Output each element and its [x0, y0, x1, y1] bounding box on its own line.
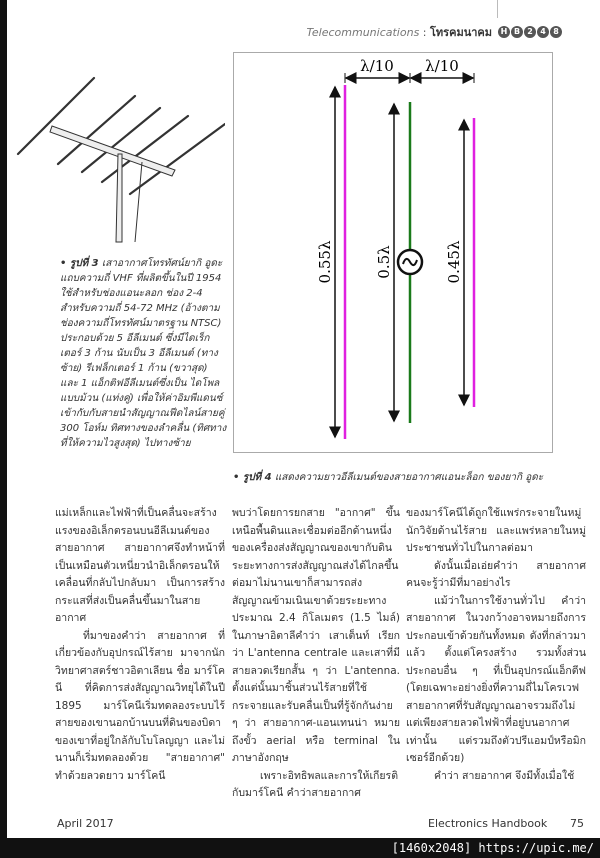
- paragraph: คำว่า สายอากาศ จึงมีทั้งเมื่อใช้: [434, 769, 575, 782]
- badge-letter: H: [498, 26, 510, 38]
- paragraph: ที่มาของคำว่า สายอากาศ ที่เกี่ยวข้องกับอ…: [55, 629, 225, 782]
- paragraph: แม่เหล็กและไฟฟ้าที่เป็นคลื่นจะสร้างแรงขอ…: [55, 507, 225, 624]
- badge-letter: B: [511, 26, 523, 38]
- driven-length-label: 0.5λ: [375, 245, 393, 279]
- director-length-label: 0.45λ: [445, 240, 463, 283]
- running-header: Telecommunications : โทรคมนาคม: [306, 23, 492, 41]
- paragraph: ของมาร์โคนีได้ถูกใช้แพร่กระจายในหมู่นักว…: [406, 507, 586, 554]
- paragraph: เพราะอิทธิพลและการให้เกียรติกับมาร์โคนี …: [232, 769, 399, 800]
- body-column-1: แม่เหล็กและไฟฟ้าที่เป็นคลื่นจะสร้างแรงขอ…: [55, 505, 225, 785]
- body-column-3: ของมาร์โคนีได้ถูกใช้แพร่กระจายในหมู่นักว…: [406, 505, 586, 785]
- page-number: 75: [570, 817, 584, 830]
- footer-date: April 2017: [57, 817, 114, 830]
- spacing-label-left: λ/10: [360, 57, 394, 75]
- figure-3-caption: • รูปที่ 3 เสาอากาศโทรทัศน์ยากิ อูดะ แถบ…: [60, 256, 228, 451]
- figure-4-caption: • รูปที่ 4 แสดงความยาวอีลีเมนต์ของสายอาก…: [233, 470, 593, 485]
- magazine-badge: H B 2 4 8: [498, 26, 562, 38]
- running-header-bar: Telecommunications : โทรคมนาคม H B 2 4 8: [306, 23, 562, 41]
- header-separator: :: [422, 26, 427, 39]
- page-edge: [0, 0, 7, 838]
- yagi-element-diagram: λ/10 λ/10 0.55λ 0.5λ 0.45λ: [233, 52, 553, 453]
- badge-letter: 8: [550, 26, 562, 38]
- section-name-thai: โทรคมนาคม: [430, 26, 492, 39]
- section-name: Telecommunications: [306, 26, 420, 39]
- header-divider: [497, 0, 498, 18]
- paragraph: ดังนั้นเมื่อเอ่ยคำว่า สายอากาศ คนจะรู้ว่…: [406, 559, 586, 590]
- yagi-antenna-illustration: [16, 76, 225, 243]
- badge-letter: 2: [524, 26, 536, 38]
- badge-letter: 4: [537, 26, 549, 38]
- reflector-length-label: 0.55λ: [316, 240, 334, 283]
- figure-4-text: แสดงความยาวอีลีเมนต์ของสายอากาศแอนะล็อก …: [274, 472, 544, 483]
- spacing-label-right: λ/10: [425, 57, 459, 75]
- figure-3-text: เสาอากาศโทรทัศน์ยากิ อูดะ แถบความถี่ VHF…: [60, 258, 227, 449]
- paragraph: พบว่าโดยการยกสาย "อากาศ" ขึ้นเหนือพื้นดิ…: [232, 507, 400, 764]
- body-column-2: พบว่าโดยการยกสาย "อากาศ" ขึ้นเหนือพื้นดิ…: [232, 505, 400, 803]
- paragraph: แม้ว่าในการใช้งานทั่วไป คำว่า สายอากาศ ใ…: [406, 594, 586, 765]
- figure-3-label: • รูปที่ 3: [60, 258, 99, 269]
- diagram-svg: λ/10 λ/10 0.55λ 0.5λ 0.45λ: [316, 57, 476, 439]
- footer-magazine: Electronics Handbook: [428, 817, 548, 830]
- image-host-watermark: [1460x2048] https://upic.me/: [0, 838, 600, 858]
- figure-4-label: • รูปที่ 4: [233, 472, 272, 483]
